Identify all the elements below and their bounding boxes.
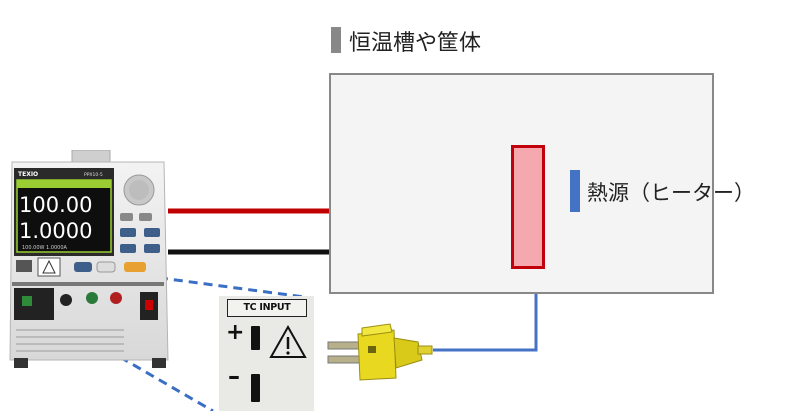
warning-icon <box>269 324 307 358</box>
tc-input-title: TC INPUT <box>227 299 307 317</box>
psu-status: 100.00W 1.0000A <box>22 245 68 251</box>
psu-current: 1.0000 <box>19 219 92 243</box>
thermocouple-wire <box>433 270 538 352</box>
tc-minus-slot <box>251 374 260 402</box>
psu-model: PPX10-5 <box>84 172 103 178</box>
enclosure-label-bar <box>331 27 341 53</box>
tc-plus-slot <box>251 326 260 350</box>
psu-voltage: 100.00 <box>19 193 92 217</box>
psu-brand: TEXIO <box>18 171 38 178</box>
heater <box>511 145 545 269</box>
tc-plus-label: + <box>226 320 245 345</box>
thermocouple-connector <box>327 323 433 381</box>
power-supply: TEXIO PPX10-5 100.00 1.0000 100.00W 1.00… <box>9 150 169 368</box>
tc-minus-label: – <box>228 362 240 390</box>
heat-source-label: 熱源（ヒーター） <box>587 181 755 205</box>
heat-source-label-bar <box>570 170 580 212</box>
tc-input-zoom: TC INPUT + – <box>219 296 314 411</box>
enclosure-label: 恒温槽や筐体 <box>349 31 482 56</box>
